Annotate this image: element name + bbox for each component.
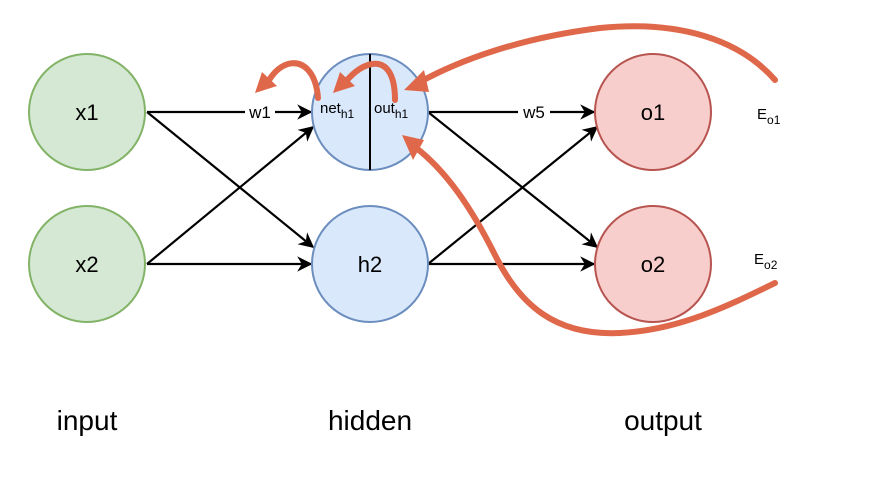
backprop-curve-eo2 (412, 144, 778, 337)
backprop-curve-out-to-net (341, 60, 398, 103)
edge-label-w5: w5 (522, 103, 545, 122)
node-o1 (594, 53, 712, 171)
node-o1-label: o1 (641, 100, 665, 125)
arrowhead-eo2 (402, 135, 424, 160)
arrowhead-out-to-net (333, 72, 355, 93)
arrowhead-eo1 (404, 70, 429, 92)
layer-label-hidden: hidden (328, 405, 412, 436)
node-o2 (594, 205, 712, 323)
node-h1-out-label: outh1 (374, 100, 409, 121)
layer-label-output: output (624, 405, 702, 436)
backprop-curve-eo1 (417, 23, 778, 85)
edge-h1-o2 (427, 111, 599, 248)
node-x1 (28, 53, 146, 171)
node-o2-label: o2 (641, 252, 665, 277)
edge-x1-h2 (146, 111, 315, 248)
node-h1-net-label: neth1 (320, 100, 355, 121)
node-x1-label: x1 (75, 100, 98, 125)
backprop-arrows (264, 23, 778, 337)
node-x2 (28, 205, 146, 323)
edge-x2-h1 (146, 126, 315, 265)
edge-label-w1: w1 (248, 103, 271, 122)
node-h2-label: h2 (358, 252, 382, 277)
layer-label-input: input (57, 405, 118, 436)
error-label-eo1: Eo1 (757, 106, 781, 127)
forward-edges (146, 104, 599, 272)
node-h2 (311, 205, 429, 323)
arrowhead-net-to-w1 (255, 72, 277, 93)
backprop-curve-net-to-w1 (264, 60, 321, 101)
error-label-eo2: Eo2 (754, 251, 778, 272)
backprop-arrowheads (255, 70, 429, 160)
edge-h2-o1 (427, 126, 599, 265)
node-x2-label: x2 (75, 252, 98, 277)
